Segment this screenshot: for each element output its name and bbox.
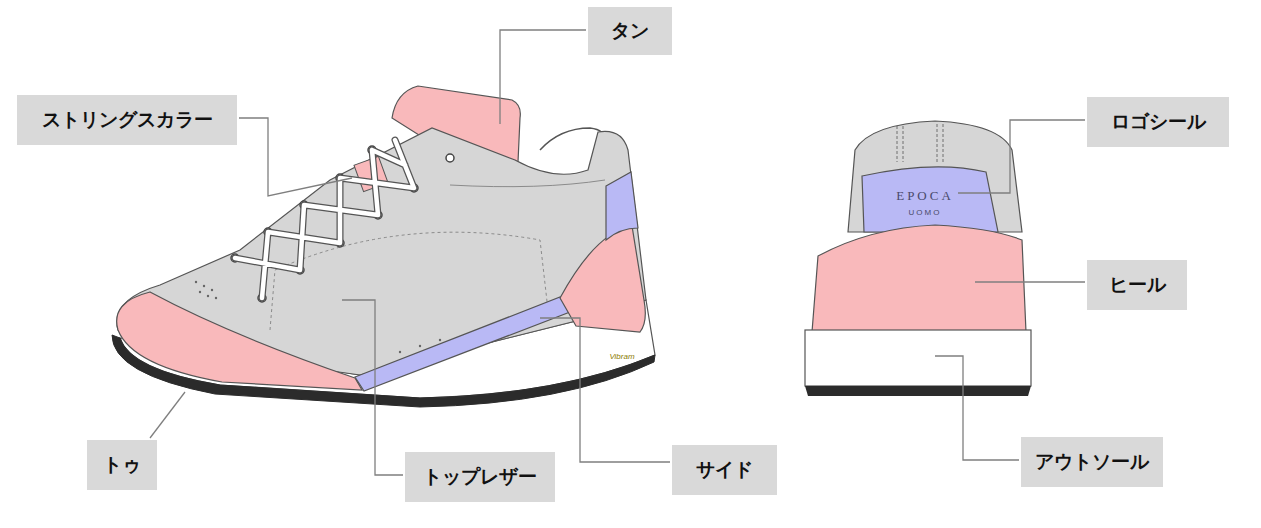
- logo-patch: [862, 167, 998, 232]
- heel-stripe: [606, 172, 638, 240]
- stitch: [450, 180, 605, 187]
- label-box: トゥ: [87, 440, 157, 490]
- back-midsole: [805, 330, 1031, 386]
- label-box: アウトソール: [1021, 437, 1163, 487]
- part-name: トゥ: [103, 452, 141, 478]
- label-box: サイド: [672, 445, 777, 495]
- part-name: ヒール: [1109, 272, 1166, 298]
- leader-lines: [150, 30, 1085, 475]
- part-name: トップレザー: [423, 464, 537, 490]
- label-box: ストリングスカラー: [17, 95, 237, 145]
- back-heel: [812, 225, 1026, 332]
- side-stripe: [355, 297, 570, 391]
- printed-mark: Vibram: [609, 352, 634, 361]
- part-name: ストリングスカラー: [42, 107, 213, 133]
- part-name: タン: [611, 18, 649, 44]
- stitch: [270, 232, 548, 330]
- part-name: サイド: [696, 457, 753, 483]
- part-name: アウトソール: [1035, 449, 1149, 475]
- laces-outline: [235, 140, 414, 298]
- label-box: ロゴシール: [1087, 97, 1229, 147]
- back-stitch: [903, 124, 943, 162]
- toe-cap: [117, 292, 362, 390]
- label-box: タン: [588, 7, 672, 55]
- label-box: ヒール: [1087, 260, 1187, 310]
- part-name: ロゴシール: [1111, 109, 1206, 135]
- printed-mark: UOMO: [909, 208, 942, 217]
- back-outsole: [805, 386, 1031, 396]
- label-box: トップレザー: [405, 452, 555, 502]
- back-upper: [848, 121, 1022, 232]
- printed-mark: EPOCA: [896, 188, 954, 204]
- heel-counter: [560, 226, 645, 332]
- laces: [235, 140, 414, 298]
